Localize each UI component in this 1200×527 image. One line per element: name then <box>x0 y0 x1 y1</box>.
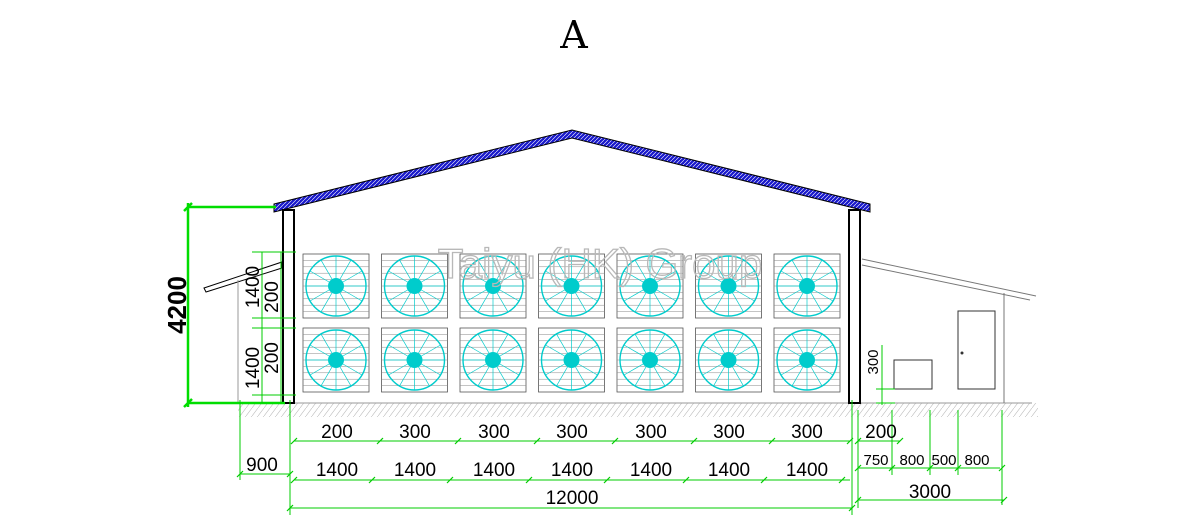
dimension-tick <box>846 437 854 445</box>
dimension-tick <box>611 437 619 445</box>
dim-left-upper-1400: 1400 <box>243 266 264 308</box>
dimension-tick <box>690 437 698 445</box>
dim-annex-500: 500 <box>931 452 956 469</box>
dimension-tick <box>446 476 454 484</box>
roof <box>273 129 871 213</box>
left-column <box>282 209 295 404</box>
exhaust-fan-icon <box>381 253 448 319</box>
dim-gap-5: 300 <box>635 422 667 443</box>
watermark: Taiyu (HK) Group <box>438 240 762 287</box>
dimension-tick <box>854 464 862 472</box>
dimension-tick <box>368 476 376 484</box>
dim-gap-7: 300 <box>791 422 823 443</box>
ground <box>230 402 1038 417</box>
dimension-tick <box>888 464 896 472</box>
exhaust-fan-icon <box>773 253 841 319</box>
dim-annex-750: 750 <box>863 452 888 469</box>
exhaust-fan-icon <box>459 253 527 319</box>
bottom-dimension-lines <box>239 400 1004 515</box>
bottom-dimension-ticks <box>236 437 1008 512</box>
dim-gap-3: 300 <box>478 422 510 443</box>
dim-right-300: 300 <box>865 349 882 374</box>
dim-fan-4: 1400 <box>551 460 593 481</box>
dim-fan-7: 1400 <box>786 460 828 481</box>
dimension-tick <box>998 464 1006 472</box>
exhaust-fan-icon <box>538 253 605 319</box>
exhaust-fan-icon <box>459 327 527 393</box>
exhaust-fan-icon <box>381 327 448 393</box>
dimension-tick <box>768 437 776 445</box>
exhaust-fan-icon <box>695 253 762 319</box>
dim-annex-800b: 800 <box>964 452 989 469</box>
dimension-tick <box>838 476 846 484</box>
dimension-tick <box>525 476 533 484</box>
dimension-tick <box>286 504 294 512</box>
exhaust-fan-icon <box>302 327 370 393</box>
dim-gap-6: 300 <box>713 422 745 443</box>
drawing-title: A <box>559 13 588 57</box>
dimension-tick <box>454 437 462 445</box>
dim-left-upper-200: 200 <box>262 281 283 313</box>
equipment-box-icon <box>893 359 933 390</box>
dim-annex-3000: 3000 <box>909 482 951 503</box>
dim-gap-right: 200 <box>865 422 897 443</box>
height-dimension <box>183 202 285 408</box>
dim-fan-2: 1400 <box>394 460 436 481</box>
exhaust-fan-icon <box>773 327 841 393</box>
right-annex <box>861 258 1037 403</box>
dim-fan-3: 1400 <box>473 460 515 481</box>
exhaust-fan-icon <box>538 327 605 393</box>
exhaust-fan-icon <box>616 253 684 319</box>
exhaust-fan-icon <box>302 253 370 319</box>
dimension-tick <box>1000 496 1008 504</box>
dimension-tick <box>954 464 962 472</box>
dim-gap-4: 300 <box>556 422 588 443</box>
right-300-dimension <box>876 345 895 405</box>
dimension-tick <box>290 437 298 445</box>
dim-left-900: 900 <box>246 455 278 476</box>
dimension-tick <box>896 437 904 445</box>
dim-fan-5: 1400 <box>630 460 672 481</box>
exhaust-fan-icon <box>616 327 684 393</box>
fan-grid <box>302 253 841 393</box>
dim-gap-2: 300 <box>399 422 431 443</box>
exhaust-fan-icon <box>695 327 762 393</box>
dimension-tick <box>854 437 862 445</box>
dimension-tick <box>854 496 862 504</box>
dim-height-4200: 4200 <box>162 276 192 334</box>
dim-fan-1: 1400 <box>316 460 358 481</box>
dimension-tick <box>760 476 768 484</box>
dimension-tick <box>848 504 856 512</box>
dimension-tick <box>682 476 690 484</box>
dimension-tick <box>533 437 541 445</box>
dimension-tick <box>926 464 934 472</box>
dim-left-lower-1400: 1400 <box>243 347 264 389</box>
door-icon <box>957 310 996 390</box>
left-vertical-dimensions <box>252 251 296 403</box>
dimension-tick <box>376 437 384 445</box>
dimension-tick <box>286 470 294 478</box>
dimension-tick <box>236 470 244 478</box>
right-column <box>848 209 861 404</box>
dim-total-12000: 12000 <box>546 488 599 509</box>
dim-gap-1: 200 <box>321 422 353 443</box>
dim-fan-6: 1400 <box>708 460 750 481</box>
dimension-tick <box>603 476 611 484</box>
dimension-tick <box>290 476 298 484</box>
dim-left-lower-200: 200 <box>262 342 283 374</box>
dim-annex-800a: 800 <box>899 452 924 469</box>
